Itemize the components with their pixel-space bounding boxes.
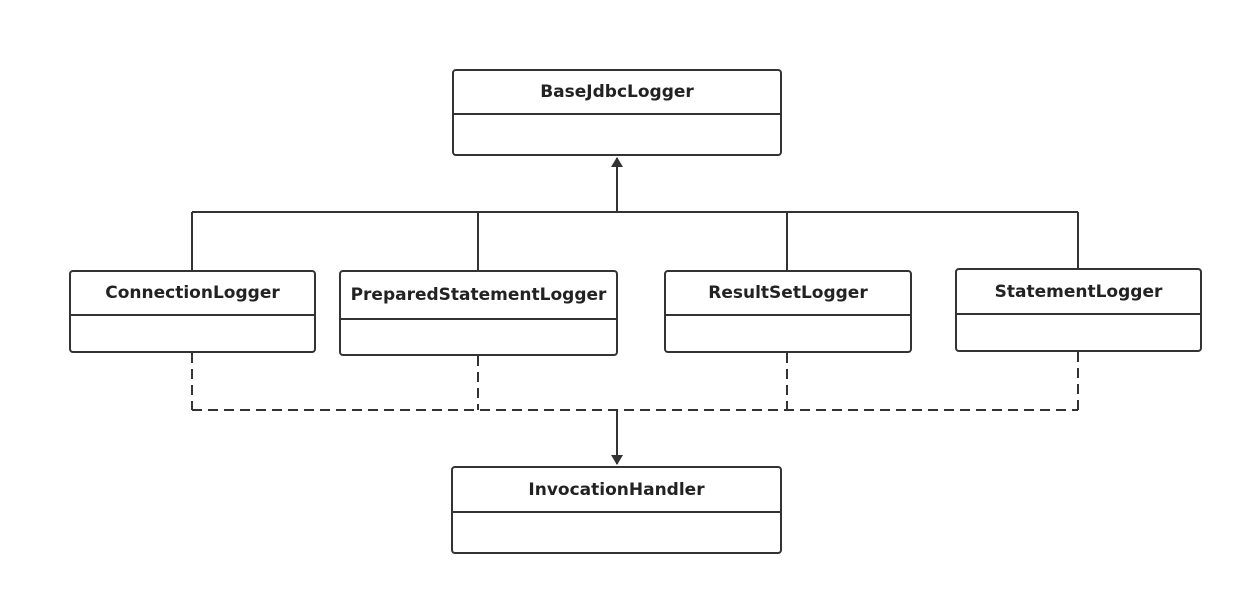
- realization-connectors: [191, 352, 1079, 411]
- class-name-header: PreparedStatementLogger: [341, 272, 616, 320]
- class-name-header: ResultSetLogger: [666, 272, 910, 316]
- class-name-header: InvocationHandler: [453, 468, 780, 513]
- class-body: [453, 513, 780, 552]
- class-box-prepared-statement-logger: PreparedStatementLogger: [339, 270, 618, 356]
- inheritance-connectors: [191, 157, 1079, 270]
- class-body: [666, 316, 910, 351]
- class-box-invocation-handler: InvocationHandler: [451, 466, 782, 554]
- class-box-connection-logger: ConnectionLogger: [69, 270, 316, 353]
- class-name-text: ConnectionLogger: [105, 283, 280, 303]
- class-name-header: BaseJdbcLogger: [454, 71, 780, 115]
- class-name-header: ConnectionLogger: [71, 272, 314, 316]
- class-box-statement-logger: StatementLogger: [955, 268, 1202, 352]
- class-name-header: StatementLogger: [957, 270, 1200, 315]
- class-name-text: StatementLogger: [994, 281, 1163, 302]
- class-name-text: InvocationHandler: [528, 479, 705, 500]
- class-box-result-set-logger: ResultSetLogger: [664, 270, 912, 353]
- class-name-text: PreparedStatementLogger: [350, 285, 607, 305]
- class-body: [454, 115, 780, 154]
- class-name-text: ResultSetLogger: [708, 283, 868, 303]
- class-body: [341, 320, 616, 354]
- class-box-base-jdbc-logger: BaseJdbcLogger: [452, 69, 782, 156]
- class-body: [957, 315, 1200, 350]
- class-body: [71, 316, 314, 351]
- class-name-text: BaseJdbcLogger: [540, 82, 694, 102]
